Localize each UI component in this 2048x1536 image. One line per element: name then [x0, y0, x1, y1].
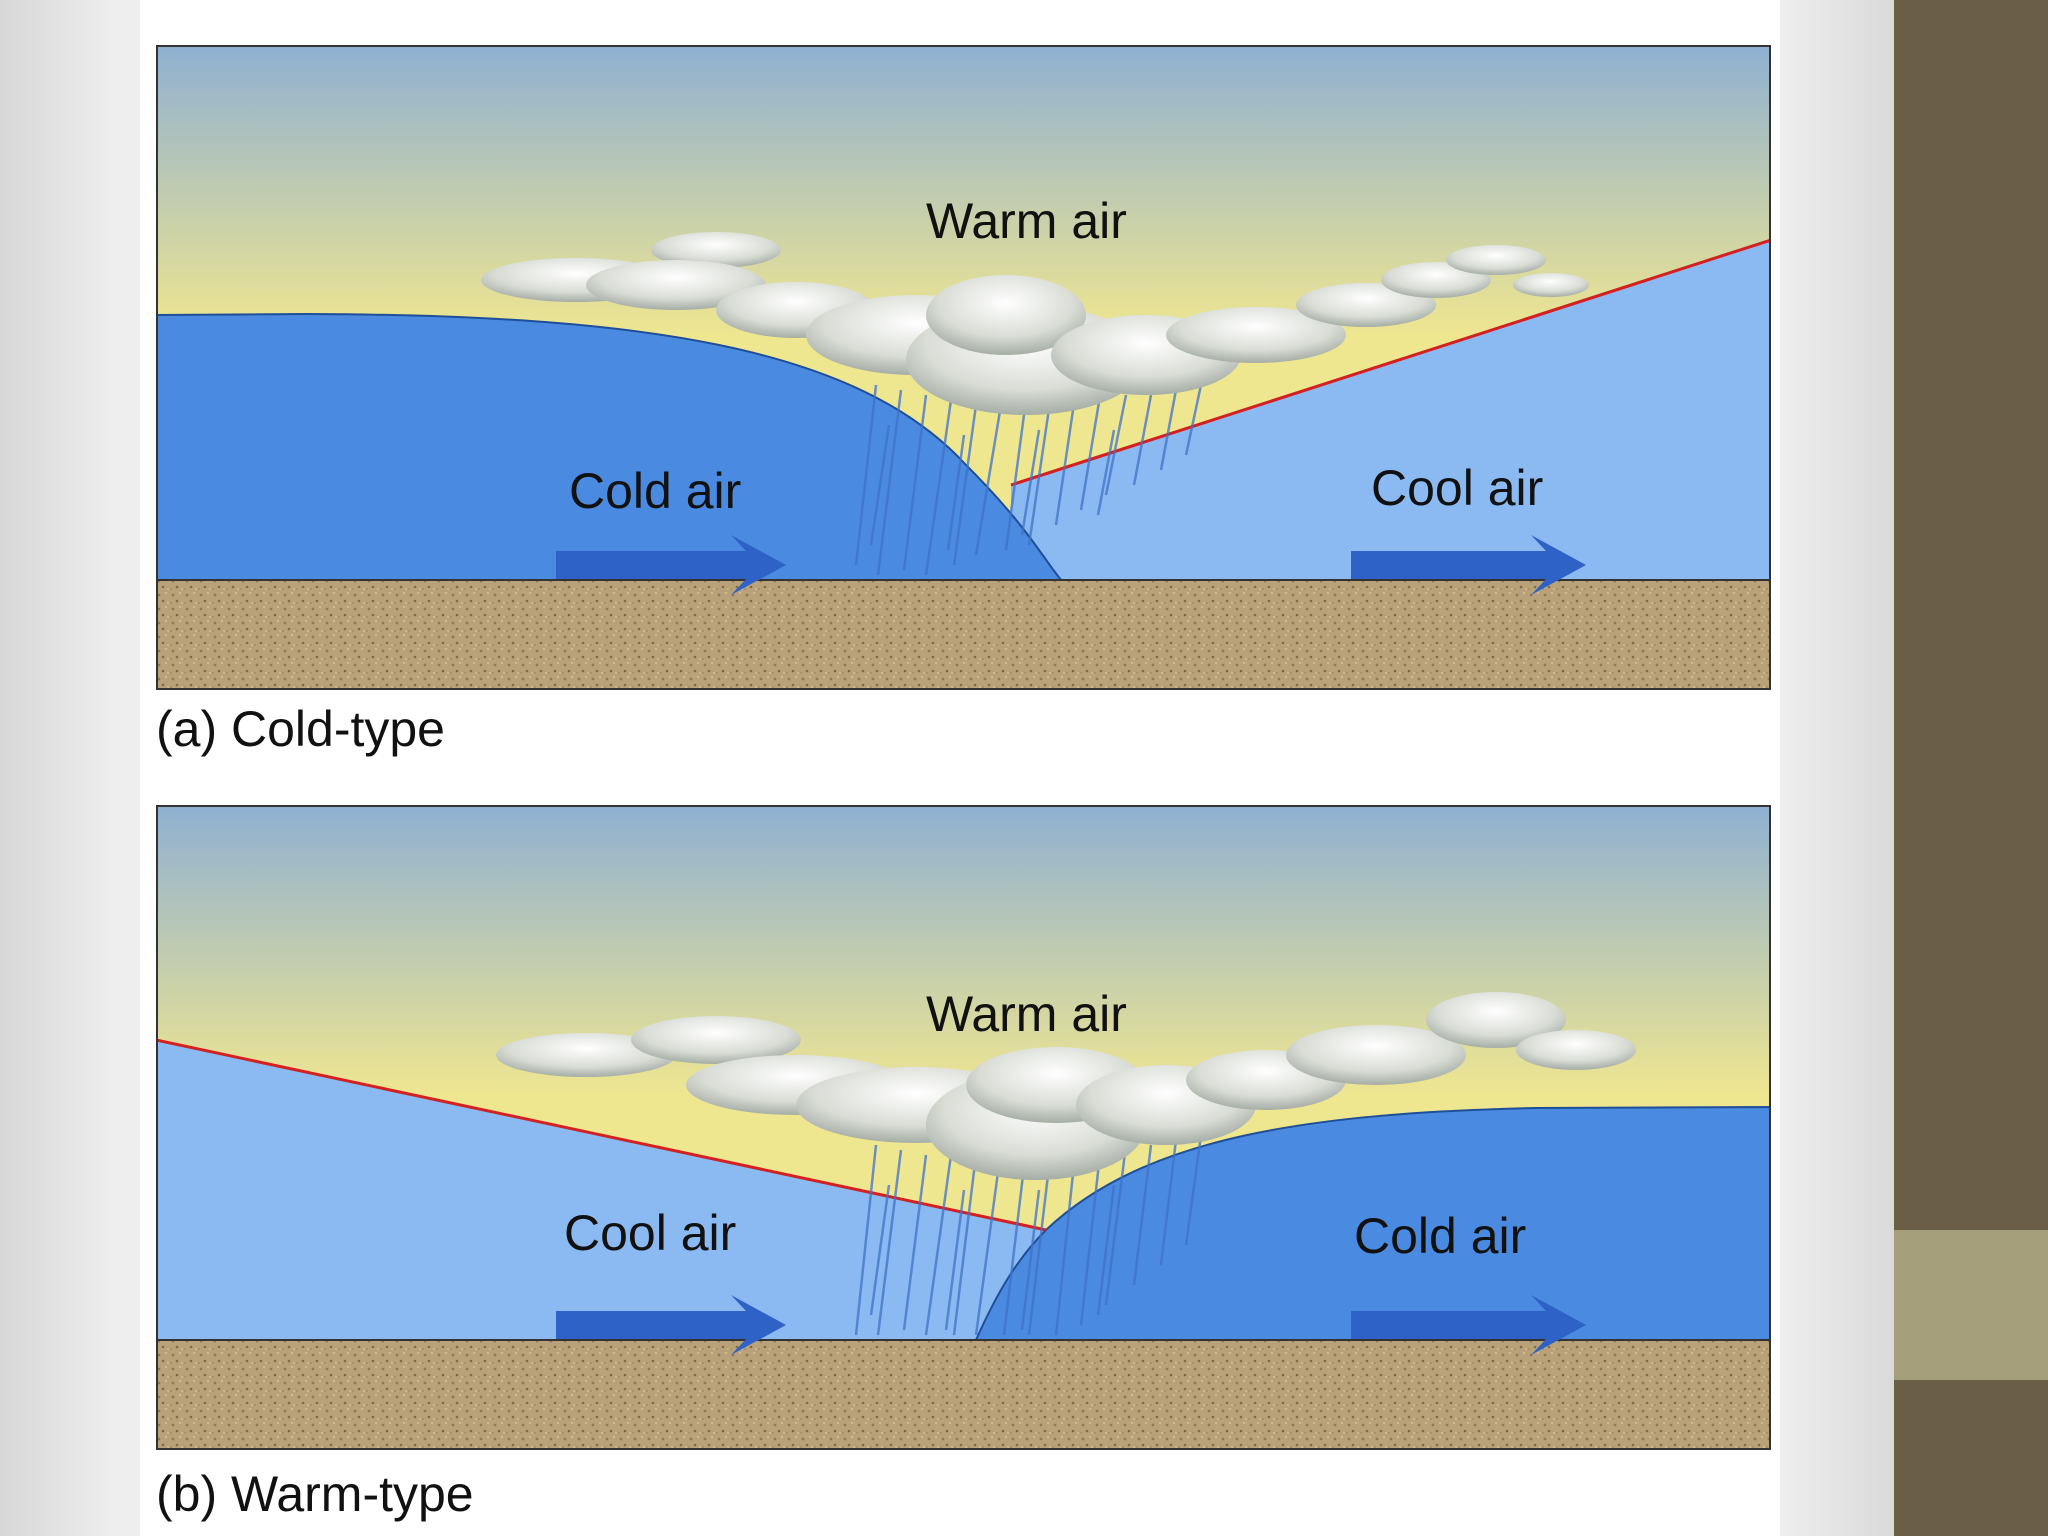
- occluded-front-line: [1010, 238, 1771, 487]
- ground: [156, 579, 1771, 690]
- sidebar-accent-top: [1894, 0, 2048, 1230]
- cold-air-label: Cold air: [1354, 1208, 1526, 1264]
- arrow-right-icon: [556, 535, 786, 595]
- panel-frame: [156, 45, 1771, 690]
- cold-air-mass: [974, 1105, 1771, 1341]
- cool-air-label: Cool air: [1371, 460, 1543, 516]
- cold-air-mass: [156, 312, 1064, 581]
- warm-air-label: Warm air: [926, 193, 1127, 249]
- cool-air-label: Cool air: [564, 1205, 736, 1261]
- cold-type-diagram: Warm air Cold air Cool air: [156, 45, 1771, 690]
- warm-air-label: Warm air: [926, 986, 1127, 1042]
- arrow-right-icon: [1351, 535, 1586, 595]
- caption-cold-type: (a) Cold-type: [156, 701, 445, 757]
- arrow-right-icon: [1351, 1295, 1586, 1355]
- arrow-right-icon: [556, 1295, 786, 1355]
- cool-air-mass: [156, 1040, 1046, 1340]
- cool-air-mass: [1011, 240, 1771, 580]
- ground: [156, 1339, 1771, 1450]
- sidebar-accent-bottom: [1894, 1380, 2048, 1536]
- sidebar-accent-middle: [1894, 1230, 2048, 1380]
- caption-warm-type: (b) Warm-type: [156, 1466, 474, 1522]
- occluded-front-line: [156, 1038, 1047, 1232]
- rain-icon: [854, 1134, 1203, 1336]
- rain-icon: [854, 384, 1203, 576]
- panel-frame: [156, 805, 1771, 1450]
- cloud-icon: [496, 992, 1636, 1180]
- warm-type-diagram: Warm air Cool air Cold air: [156, 805, 1771, 1450]
- cloud-icon: [481, 232, 1589, 415]
- cold-air-label: Cold air: [569, 463, 741, 519]
